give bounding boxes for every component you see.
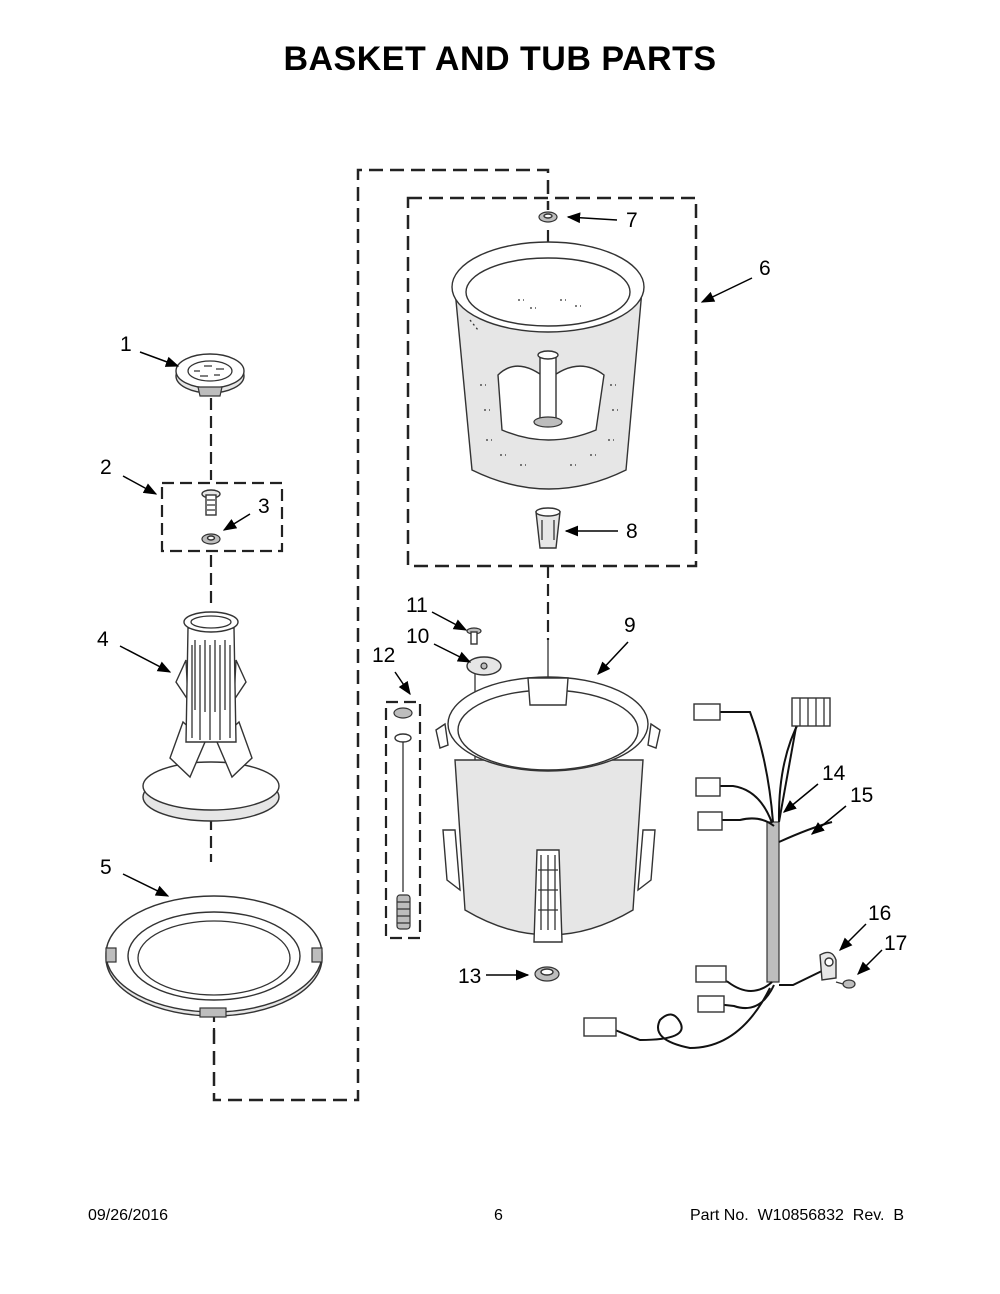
clip-screw-part: [835, 979, 856, 989]
wash-basket-part: [451, 241, 645, 490]
callout-7: 7: [626, 209, 638, 232]
tub-seal-part: [534, 966, 560, 982]
basket-assembly-group-box: [406, 196, 698, 568]
agitator-part: [142, 611, 280, 822]
callout-13: 13: [458, 965, 481, 988]
callout-14: 14: [822, 762, 846, 785]
callout-2: 2: [100, 456, 112, 479]
callout-4: 4: [97, 628, 109, 651]
tub-ring-part: [105, 895, 323, 1018]
callout-6: 6: [759, 257, 771, 280]
callout-12: 12: [372, 644, 395, 667]
callout-11: 11: [406, 594, 428, 617]
agitator-bolt-group-box: [160, 481, 284, 553]
basket-nut-part: [538, 211, 558, 223]
footer-page-number: 6: [494, 1207, 503, 1224]
tub-bracket-part: [466, 656, 502, 676]
drive-hub-part: [535, 507, 561, 549]
assembly-connector-line: [212, 168, 550, 1102]
footer-part-number: Part No. W10856832 Rev. B: [690, 1207, 905, 1224]
callout-16: 16: [868, 902, 891, 925]
callout-1: 1: [120, 333, 132, 356]
callout-10: 10: [406, 625, 429, 648]
agitator-bolt-part: [201, 489, 221, 516]
leader-arrows: [119, 212, 883, 981]
footer-date: 09/26/2016: [88, 1207, 169, 1224]
callout-9: 9: [624, 614, 636, 637]
agitator-cap-part: [175, 353, 245, 397]
harness-clip-part: [819, 951, 837, 981]
callout-8: 8: [626, 520, 638, 543]
outer-tub-part: [435, 676, 661, 943]
suspension-rod-group-box: [384, 700, 422, 940]
screw-part: [466, 627, 482, 645]
suspension-rod-part: [393, 707, 413, 930]
washer-part: [201, 533, 221, 545]
callout-17: 17: [884, 932, 907, 955]
callout-15: 15: [850, 784, 873, 807]
page-title: BASKET AND TUB PARTS: [283, 40, 717, 78]
callout-5: 5: [100, 856, 112, 879]
center-axis-left: [209, 398, 216, 1030]
callout-3: 3: [258, 495, 270, 518]
wire-harness-part: [583, 697, 833, 1050]
